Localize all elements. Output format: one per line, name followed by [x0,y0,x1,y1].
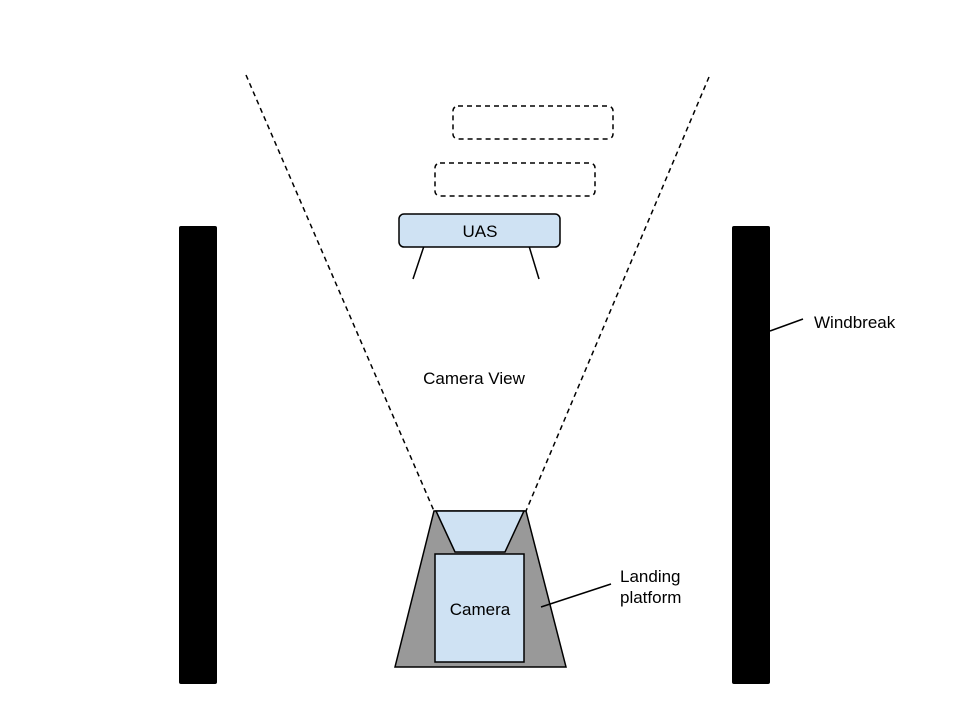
windbreak-left [179,226,217,684]
uas-left-leg [412,245,425,280]
windbreak-label: Windbreak [814,313,896,332]
uas: UAS [398,213,561,280]
camera-body [434,553,525,663]
windbreak-right [732,226,770,684]
uas-ghost-position-lower [434,162,596,197]
landing-platform-label-line1: Landing [620,567,681,586]
camera-label: Camera [450,600,511,619]
uas-label: UAS [463,222,498,241]
camera-view-left-boundary [245,74,435,512]
uas-body [398,213,561,248]
landing-platform-label-line2: platform [620,588,681,607]
landing-platform-callout-line [540,583,612,608]
uas-right-leg [528,245,540,280]
windbreak-callout-line [769,318,804,332]
uas-ghost-position-upper [452,105,614,140]
camera-view-right-boundary [525,76,710,512]
camera-view-label: Camera View [423,369,525,388]
camera-lens [434,510,526,553]
